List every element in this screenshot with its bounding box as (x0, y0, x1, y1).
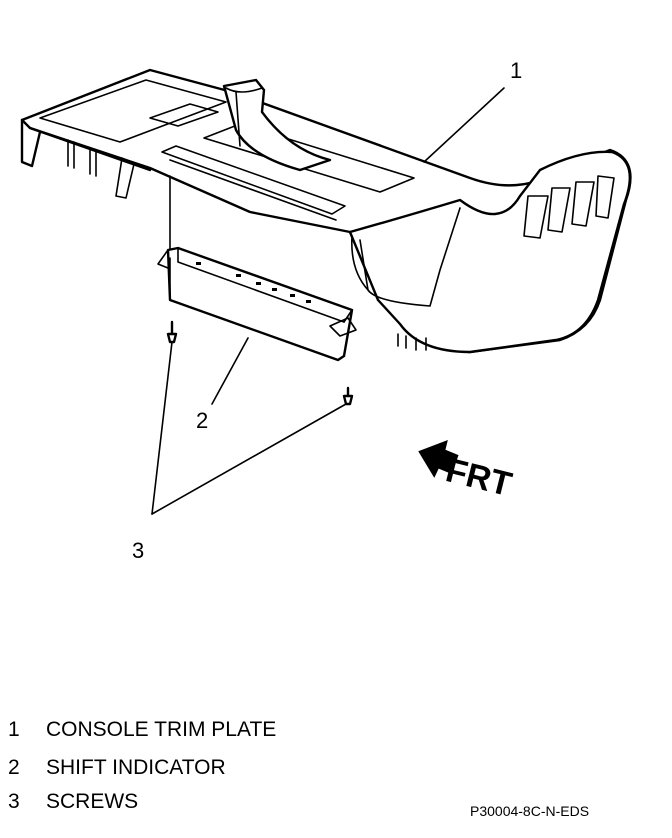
callout-2: 2 (196, 408, 208, 433)
legend-item: 2 SHIFT INDICATOR (8, 756, 226, 780)
shift-indicator (157, 246, 357, 362)
screws (166, 320, 354, 406)
legend-number: 2 (8, 756, 20, 779)
legend-label: SCREWS (46, 790, 139, 813)
legend-label: CONSOLE TRIM PLATE (46, 718, 277, 741)
legend-item: 3 SCREWS (8, 790, 138, 814)
frt-label: FRT (442, 451, 516, 504)
legend-number: 1 (8, 718, 20, 741)
front-arrow-icon (418, 440, 459, 478)
callout-3: 3 (132, 538, 144, 563)
legend-number: 3 (8, 790, 20, 813)
console-trim-plate (20, 68, 632, 354)
front-direction-indicator: FRT (418, 440, 516, 504)
figure-id: P30004-8C-N-EDS (470, 803, 590, 819)
callout-1: 1 (510, 58, 522, 83)
legend-label: SHIFT INDICATOR (46, 756, 226, 779)
leader-lines (151, 87, 505, 515)
legend-item: 1 CONSOLE TRIM PLATE (8, 718, 276, 742)
